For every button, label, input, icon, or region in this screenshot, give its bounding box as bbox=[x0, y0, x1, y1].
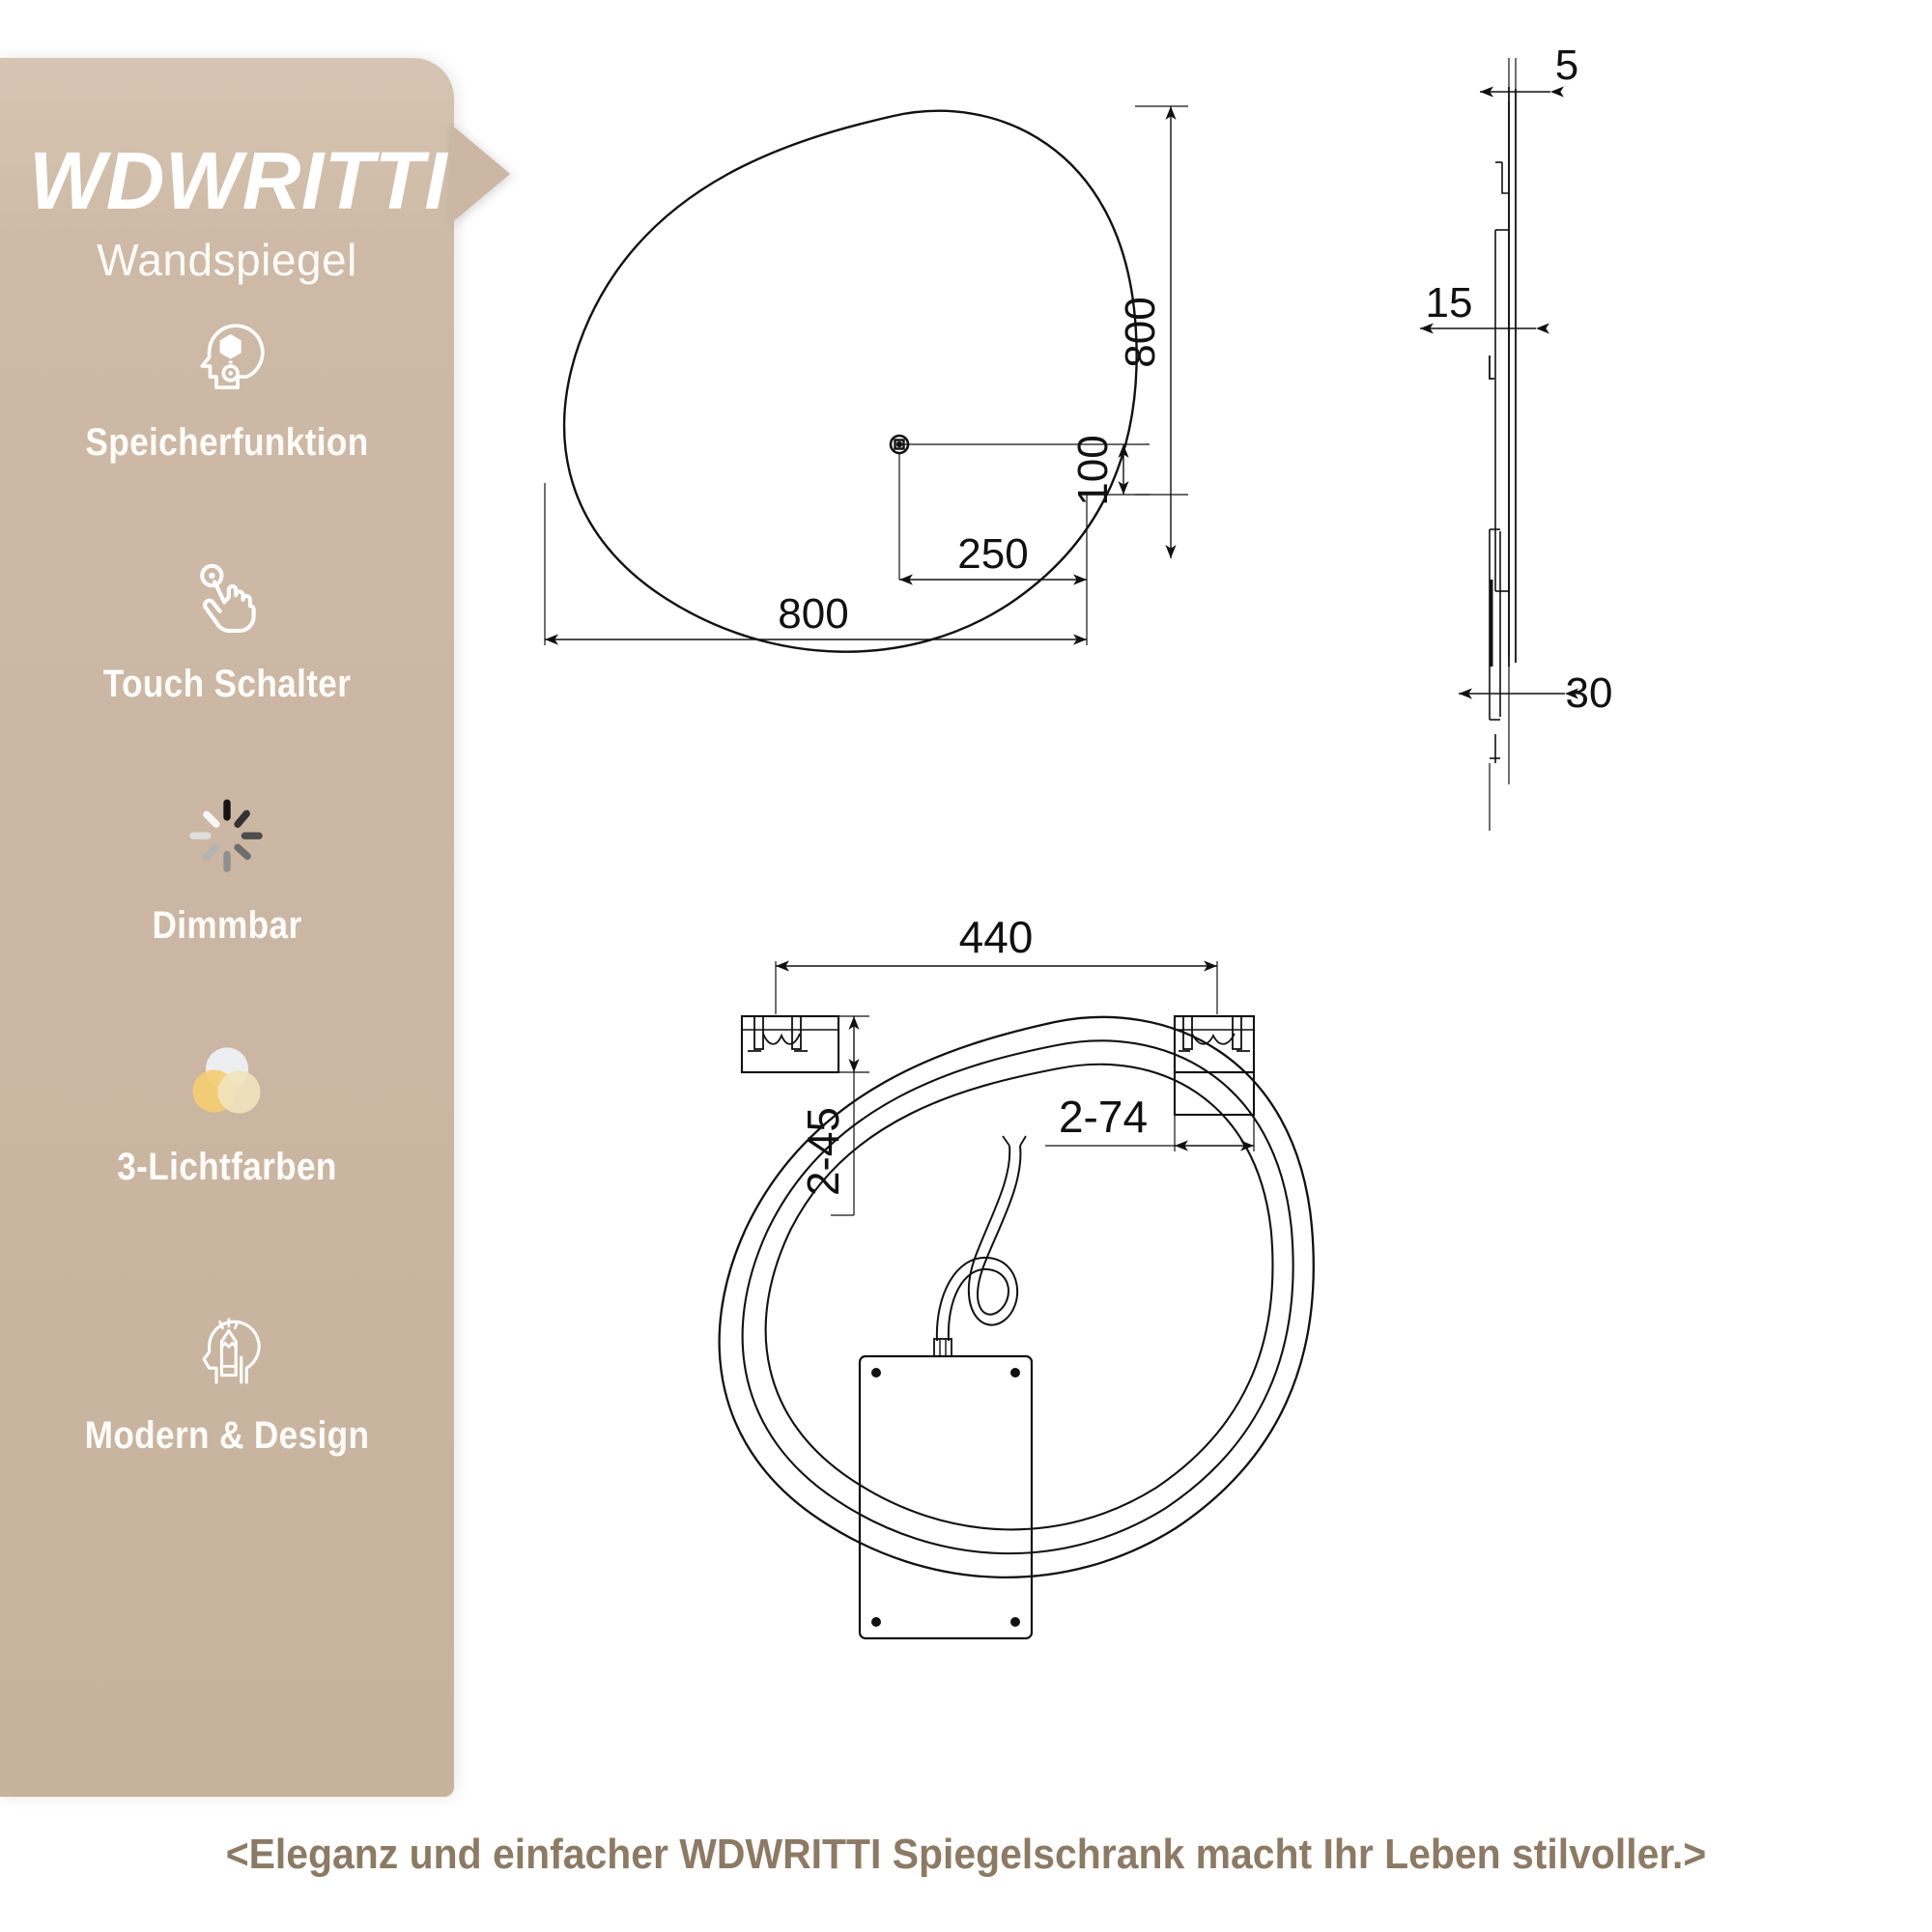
dimmer-sunburst-icon bbox=[0, 794, 454, 883]
three-color-circles-icon bbox=[0, 1036, 454, 1124]
dim-label-bracket-width: 2-74 bbox=[1059, 1092, 1148, 1142]
brand-logo: WDWRITTI bbox=[29, 135, 448, 226]
dim-glass-thickness bbox=[1480, 58, 1564, 98]
back-view-outline bbox=[718, 1015, 1315, 1579]
technical-drawing: 800 100 250 800 bbox=[454, 0, 1932, 1806]
feature-item-speicherfunktion: Speicherfunktion bbox=[0, 311, 454, 465]
cable-gland bbox=[933, 1338, 952, 1357]
dim-label-height: 800 bbox=[1117, 297, 1164, 367]
feature-item-modern-design: Modern & Design bbox=[0, 1304, 454, 1458]
front-view-extension-lines bbox=[544, 105, 1188, 645]
dim-label-sensor-offset: 250 bbox=[957, 530, 1028, 578]
side-view-profile bbox=[1489, 87, 1517, 831]
feature-item-dimmbar: Dimmbar bbox=[0, 794, 454, 948]
feature-label: Touch Schalter bbox=[102, 663, 352, 705]
dim-label-total-depth: 30 bbox=[1566, 669, 1613, 717]
dim-bracket-spacing bbox=[775, 960, 1218, 1014]
design-head-pencil-icon bbox=[0, 1304, 454, 1393]
dim-label-bracket-height: 2-45 bbox=[798, 1107, 848, 1196]
feature-label: Speicherfunktion bbox=[85, 421, 369, 464]
feature-panel: WDWRITTI Wandspiegel Speicherfunktion bbox=[0, 58, 454, 1797]
dim-label-sensor-height: 100 bbox=[1069, 435, 1117, 505]
footer-tagline: <Eleganz und einfacher WDWRITTI Spiegels… bbox=[225, 1831, 1707, 1878]
dim-label-width: 800 bbox=[778, 590, 848, 638]
feature-item-3-lichtfarben: 3-Lichtfarben bbox=[0, 1036, 454, 1189]
memory-head-icon bbox=[0, 311, 454, 400]
feature-item-touch-schalter: Touch Schalter bbox=[0, 553, 454, 706]
product-category-label: Wandspiegel bbox=[97, 235, 357, 285]
dim-label-bracket-spacing: 440 bbox=[959, 912, 1034, 962]
mounting-bracket-right bbox=[1173, 1014, 1256, 1117]
touch-hand-icon bbox=[0, 553, 454, 641]
dim-bracket-width bbox=[1045, 1115, 1255, 1151]
dim-label-glass-thickness: 5 bbox=[1555, 42, 1578, 89]
power-cable bbox=[935, 1135, 1027, 1342]
dim-label-frame-offset: 15 bbox=[1426, 279, 1473, 327]
feature-label: Dimmbar bbox=[152, 904, 302, 947]
front-view-mirror-outline bbox=[562, 109, 1138, 653]
panel-pointer-notch bbox=[450, 124, 510, 224]
feature-label: Modern & Design bbox=[84, 1414, 370, 1457]
feature-label: 3-Lichtfarben bbox=[117, 1146, 337, 1188]
led-driver-box bbox=[858, 1354, 1034, 1640]
dim-bracket-height bbox=[831, 1015, 869, 1216]
mounting-bracket-left bbox=[740, 1014, 840, 1074]
